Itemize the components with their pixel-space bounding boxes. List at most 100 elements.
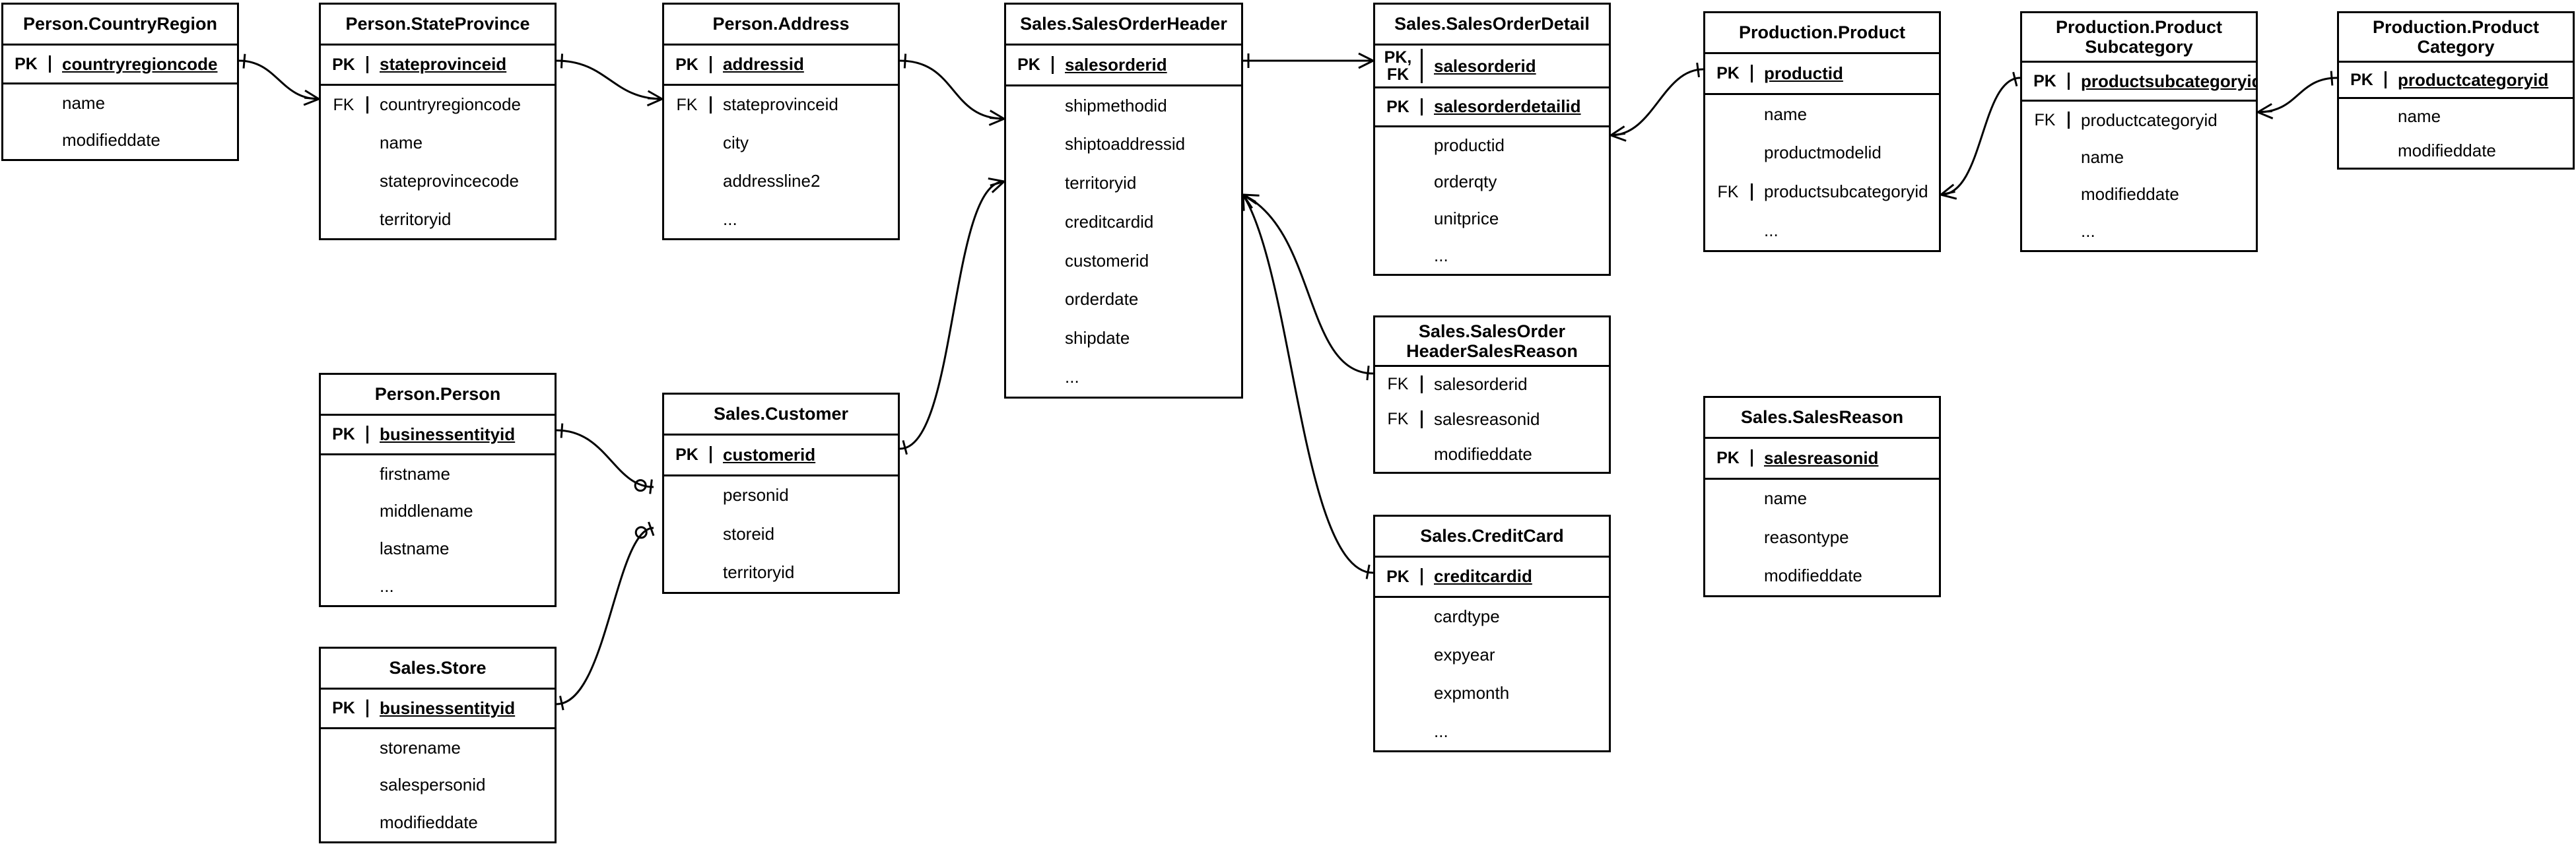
- key-marker: PK: [1705, 65, 1753, 82]
- attribute-name: storeid: [723, 523, 775, 544]
- entity-row[interactable]: territoryid: [664, 554, 898, 593]
- entity-row[interactable]: ...: [664, 200, 898, 238]
- entity-row[interactable]: personid: [664, 476, 898, 515]
- relationship-line: [556, 429, 654, 488]
- rel-person-customer: [556, 423, 654, 494]
- entity-title: Production.Product Category: [2339, 13, 2573, 63]
- attribute-name: name: [380, 132, 423, 152]
- entity-row[interactable]: middlename: [321, 493, 555, 531]
- entity-row[interactable]: productid: [1375, 127, 1609, 164]
- entity-row[interactable]: modifieddate: [2339, 133, 2573, 168]
- key-marker: FK: [2022, 112, 2070, 129]
- attribute-name: name: [62, 92, 106, 113]
- entity-row[interactable]: name: [2022, 139, 2256, 176]
- entity-row[interactable]: shipmethodid: [1006, 86, 1241, 125]
- entity-row[interactable]: territoryid: [1006, 164, 1241, 203]
- entity-row[interactable]: ...: [1375, 237, 1609, 274]
- entity-title: Sales.SalesOrder HeaderSalesReason: [1375, 317, 1609, 367]
- relationship-line: [1242, 193, 1374, 375]
- entity-row[interactable]: customerid: [1006, 242, 1241, 280]
- entity-row[interactable]: firstname: [321, 455, 555, 493]
- entity-row[interactable]: expmonth: [1375, 674, 1609, 712]
- entity-row[interactable]: name: [1705, 95, 1939, 134]
- entity-row[interactable]: ...: [1375, 712, 1609, 750]
- attribute-name: firstname: [380, 463, 450, 484]
- entity-row[interactable]: name: [321, 124, 555, 162]
- entity-row[interactable]: addressline2: [664, 162, 898, 200]
- entity-row[interactable]: name: [3, 84, 237, 121]
- entity-row[interactable]: territoryid: [321, 200, 555, 238]
- entity-row[interactable]: name: [1705, 480, 1939, 519]
- entity-row[interactable]: shiptoaddressid: [1006, 125, 1241, 164]
- entity-row[interactable]: modifieddate: [2022, 176, 2256, 213]
- entity-row[interactable]: storeid: [664, 515, 898, 554]
- entity-row[interactable]: salespersonid: [321, 767, 555, 804]
- entity-row[interactable]: lastname: [321, 530, 555, 568]
- entity-title: Sales.SalesOrderDetail: [1375, 5, 1609, 46]
- entity-row[interactable]: creditcardid: [1006, 203, 1241, 242]
- attribute-name: salespersonid: [380, 775, 486, 795]
- entity-row[interactable]: name: [2339, 99, 2573, 133]
- entity-row[interactable]: reasontype: [1705, 518, 1939, 557]
- entity-row[interactable]: ...: [2022, 213, 2256, 250]
- entity-row[interactable]: modifieddate: [3, 122, 237, 159]
- key-marker: PK: [2339, 71, 2387, 88]
- entity-row[interactable]: modifieddate: [321, 804, 555, 841]
- attribute-name: ...: [723, 209, 737, 229]
- rel-stateprovince-address: [556, 53, 663, 107]
- entity-row[interactable]: city: [664, 124, 898, 162]
- entity-row[interactable]: modifieddate: [1705, 557, 1939, 596]
- entity-row[interactable]: unitprice: [1375, 201, 1609, 238]
- attribute-name: creditcardid: [1434, 566, 1532, 587]
- entity-row[interactable]: stateprovincecode: [321, 162, 555, 200]
- entity-row[interactable]: ...: [321, 568, 555, 605]
- entity-row[interactable]: shipdate: [1006, 319, 1241, 358]
- entity-row[interactable]: productmodelid: [1705, 134, 1939, 173]
- entity-row[interactable]: expyear: [1375, 636, 1609, 674]
- entity-row[interactable]: storename: [321, 729, 555, 767]
- attribute-name: name: [2081, 146, 2124, 167]
- entity-row[interactable]: cardtype: [1375, 598, 1609, 636]
- entity-row[interactable]: ...: [1705, 211, 1939, 250]
- attribute-name: stateprovinceid: [380, 54, 507, 75]
- entity-row[interactable]: modifieddate: [1375, 437, 1609, 472]
- entity-row[interactable]: orderqty: [1375, 164, 1609, 201]
- entity-row[interactable]: orderdate: [1006, 280, 1241, 319]
- entity-row[interactable]: ...: [1006, 358, 1241, 397]
